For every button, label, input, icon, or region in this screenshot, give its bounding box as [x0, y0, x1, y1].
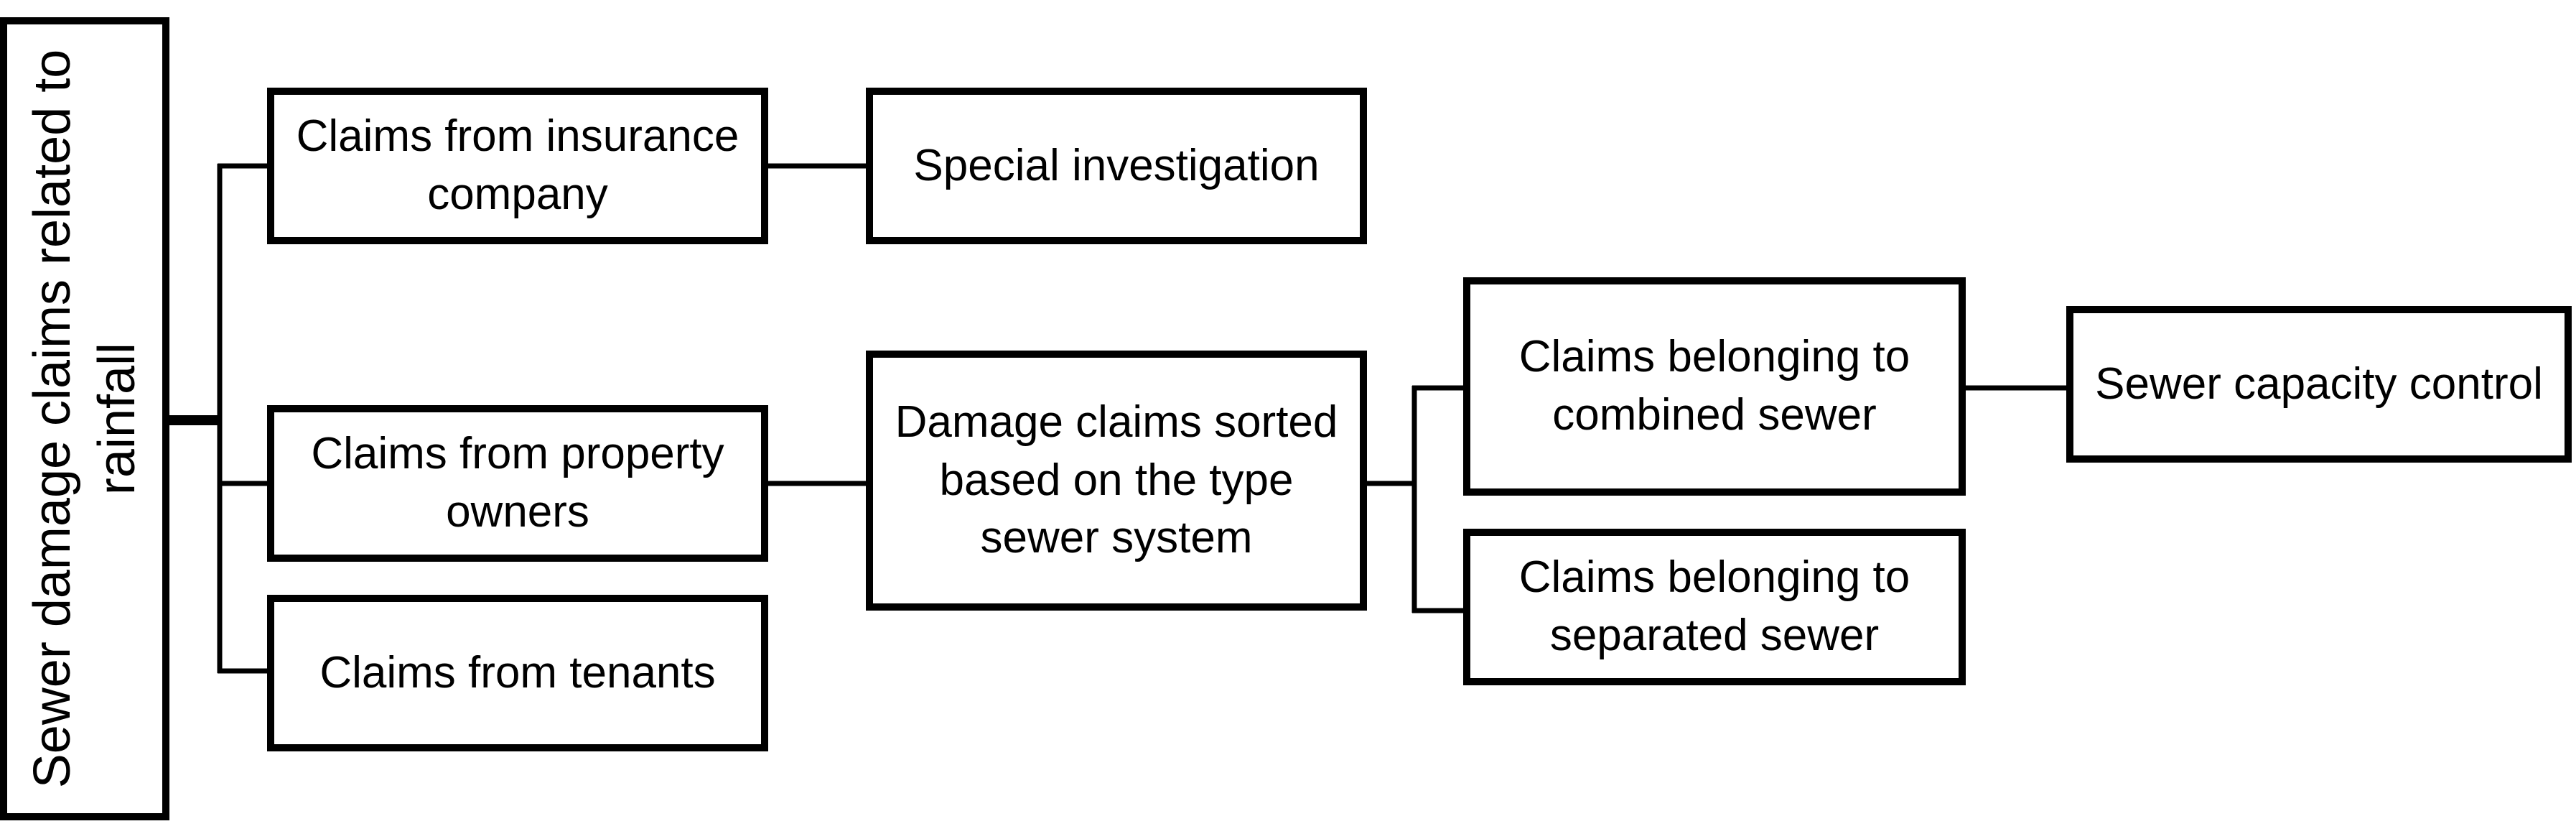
sorted-claims-label: Damage claims sorted based on the type s…: [895, 397, 1338, 563]
property-owners-claims-node: Claims from property owners: [267, 405, 768, 562]
combined-sewer-label: Claims belonging to combined sewer: [1518, 332, 1910, 440]
special-investigation-node: Special investigation: [866, 88, 1367, 244]
insurance-claims-label: Claims from insurance company: [296, 111, 739, 219]
root-node: [0, 17, 169, 820]
separated-sewer-label: Claims belonging to separated sewer: [1518, 552, 1910, 660]
insurance-claims-node: Claims from insurance company: [267, 88, 768, 244]
property-owners-claims-label: Claims from property owners: [311, 429, 724, 537]
sewer-capacity-node: Sewer capacity control: [2066, 306, 2572, 463]
combined-sewer-node: Claims belonging to combined sewer: [1463, 277, 1966, 496]
tenants-claims-label: Claims from tenants: [319, 647, 716, 698]
special-investigation-label: Special investigation: [913, 140, 1320, 190]
tenants-claims-node: Claims from tenants: [267, 595, 768, 751]
separated-sewer-node: Claims belonging to separated sewer: [1463, 529, 1966, 685]
root-label: Sewer damage claims related to rainfall: [24, 49, 146, 789]
sewer-capacity-label: Sewer capacity control: [2095, 358, 2543, 409]
sorted-claims-node: Damage claims sorted based on the type s…: [866, 351, 1367, 611]
